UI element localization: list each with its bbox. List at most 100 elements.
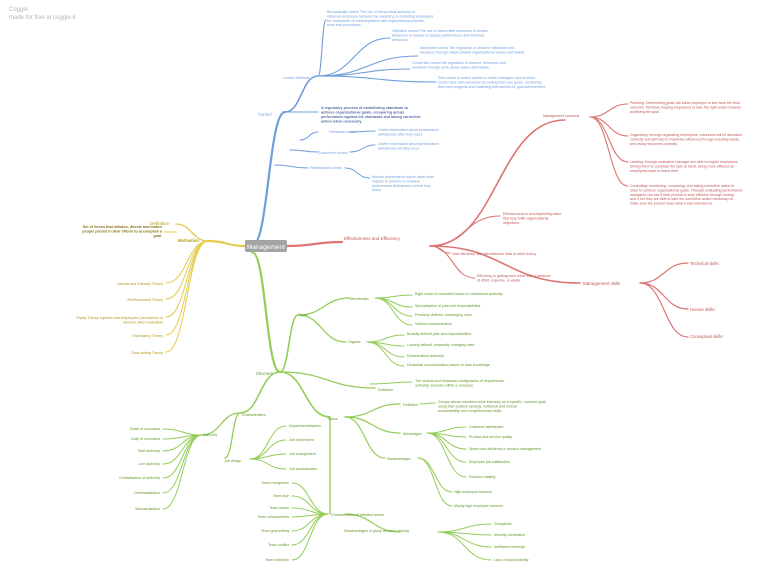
group-decision-item[interactable]: Minority domination — [494, 533, 525, 537]
authority-item[interactable]: Staff authority — [138, 449, 160, 453]
types-label[interactable]: Types — [298, 313, 308, 317]
job-design-item[interactable]: Job specialisation — [289, 467, 317, 471]
conceptual-skills[interactable]: Conceptual skills: — [690, 334, 723, 339]
control-methods-label[interactable]: Control Methods — [283, 76, 310, 80]
organic-item[interactable]: Decentralised authority — [407, 354, 444, 358]
motivation-theory[interactable]: Expectancy Theory — [132, 334, 163, 338]
central-node[interactable]: Management — [245, 240, 287, 252]
efficiency-definition[interactable]: Efficiency is getting work done with a m… — [477, 274, 551, 282]
human-skills[interactable]: Human skills: — [690, 307, 716, 312]
group-decision-label[interactable]: Disadvantages of group decision making — [344, 529, 409, 533]
bureaucratic-control-text[interactable]: Bureaucratic control The use of hierarch… — [327, 10, 433, 27]
motivation-theory[interactable]: Equity Theory explains how employees' pe… — [76, 316, 163, 324]
motivation-theory[interactable]: Intrinsic and Extrinsic Theory — [117, 282, 163, 286]
branch-line — [224, 412, 241, 459]
job-design-item[interactable]: Departmentalisation — [289, 424, 321, 428]
organizing-text[interactable]: Organizing: through organizing employees… — [630, 133, 742, 146]
teams-definition-label[interactable]: Definition — [403, 403, 418, 407]
branch-line — [366, 334, 405, 343]
teams-definition[interactable]: Groups whose members work intensely on a… — [438, 400, 546, 413]
structure-definition-label[interactable]: Definition — [378, 388, 393, 392]
group-decision-item[interactable]: Groupthink — [494, 522, 512, 526]
organic-item[interactable]: Broadly defined jobs and responsibilitie… — [407, 332, 471, 336]
team-characteristic[interactable]: Team norms — [269, 506, 289, 510]
branch-line — [419, 402, 436, 405]
authority-label[interactable]: Authority — [203, 433, 217, 437]
planning-text[interactable]: Planning: Determining goals will allow e… — [630, 101, 741, 114]
structure-label[interactable]: Structure — [256, 371, 274, 376]
controlling-text[interactable]: Controlling: monitoring, comparing, and … — [630, 184, 743, 206]
control-label[interactable]: Control — [258, 112, 272, 117]
branch-line — [162, 428, 203, 436]
group-decision-item[interactable]: Lack of accountability — [494, 558, 529, 562]
control-definition[interactable]: A regulatory process of establishing sta… — [321, 106, 421, 124]
concertive-control-text[interactable]: Concertive control the regulation of wor… — [412, 61, 506, 69]
organic-item[interactable]: Horizontal communication based on task k… — [407, 363, 490, 367]
organic-item[interactable]: Loosely defined, frequently changing rol… — [407, 343, 475, 347]
job-design-item[interactable]: Job enrichment — [289, 438, 314, 442]
advantage-item[interactable]: Product and service quality — [469, 435, 512, 439]
disadvantages-label[interactable]: Disadvantages — [387, 457, 411, 461]
efficiency-relation-text[interactable]: How efficiency and effectiveness links t… — [452, 252, 537, 256]
branch-line — [317, 75, 437, 83]
motivation-theory[interactable]: Goal-setting Theory — [132, 351, 164, 355]
authority-item[interactable]: Unity of command — [131, 437, 160, 441]
management-functions-label[interactable]: Management functions — [543, 114, 580, 118]
central-label: Management — [247, 244, 285, 251]
team-characteristic[interactable]: Team selection — [265, 558, 289, 562]
advantage-item[interactable]: Speed and efficiency in product manageme… — [469, 447, 541, 451]
effective-teams-label[interactable]: Characteristics of effective teams — [331, 513, 384, 517]
advantage-item[interactable]: Customer satisfaction — [469, 425, 504, 429]
authority-item[interactable]: Standardisation — [135, 507, 160, 511]
feedback-control-label[interactable]: Feedback control — [329, 130, 357, 134]
group-decision-item[interactable]: Inefficient meetings — [494, 545, 525, 549]
mechanistic-label[interactable]: Mechanistic — [350, 297, 369, 301]
advantage-item[interactable]: Decision making — [469, 475, 495, 479]
team-characteristic[interactable]: Team recognition — [262, 481, 289, 485]
motivation-theory[interactable]: Reinforcement Theory — [128, 298, 164, 302]
advantage-item[interactable]: Employee job satisfaction — [469, 460, 510, 464]
mechanistic-item[interactable]: Precisely defined, unchanging roles — [415, 313, 472, 317]
mechanistic-item[interactable]: Specialisation of jobs and responsibilit… — [415, 304, 481, 308]
authority-item[interactable]: Decentralisation — [134, 491, 160, 495]
motivation-definition[interactable]: Set of forces that initiates, directs an… — [82, 225, 163, 238]
job-design-label[interactable]: Job design — [224, 459, 241, 463]
branch-line — [437, 523, 492, 533]
self-control-text[interactable]: Self-control A control system in which m… — [438, 76, 546, 89]
motivation-label[interactable]: Motivation — [178, 238, 199, 243]
team-characteristic[interactable]: Team size — [273, 494, 289, 498]
disadvantage-item[interactable]: Mostly high employee turnover — [454, 504, 504, 508]
team-characteristic[interactable]: Team cohesiveness — [257, 515, 289, 519]
team-characteristic[interactable]: Team conflict — [268, 543, 289, 547]
team-characteristic[interactable]: Team goal setting — [261, 529, 289, 533]
objective-control-text[interactable]: Objective control The use of observable … — [392, 29, 489, 42]
authority-item[interactable]: Centralisation of authority — [119, 476, 160, 480]
effectiveness-label[interactable]: Effectiveness and Efficiency — [344, 236, 401, 241]
characteristics-label[interactable]: Characteristics — [242, 413, 266, 417]
advantages-label[interactable]: Advantages — [403, 432, 422, 436]
teams-label[interactable]: Teams — [327, 417, 338, 421]
job-design-item[interactable]: Job enlargement — [289, 452, 316, 456]
mechanistic-item[interactable]: Rigid chain of command based on centrali… — [415, 292, 503, 296]
disadvantage-item[interactable]: High employee turnover — [454, 490, 493, 494]
concurrent-control-label[interactable]: Concurrent control — [318, 151, 348, 155]
feedforward-control-label[interactable]: Feedforward control — [310, 166, 342, 170]
motivation-definition-label[interactable]: Definition — [150, 221, 170, 226]
branch-line — [291, 513, 329, 546]
management-skills-label[interactable]: Management skills — [583, 281, 621, 286]
structure-definition[interactable]: The vertical and horizontal configuratio… — [415, 379, 505, 387]
technical-skills[interactable]: Technical skills: — [690, 261, 720, 266]
normative-control-text[interactable]: Normative control The regulation of work… — [420, 46, 525, 54]
authority-item[interactable]: Chain of command — [130, 427, 160, 431]
leading-text[interactable]: Leading: through motivation manager are … — [630, 160, 738, 173]
organic-label[interactable]: Organic — [348, 340, 361, 344]
mechanistic-item[interactable]: Vertical communication — [415, 322, 452, 326]
branch-line — [344, 513, 401, 533]
authority-item[interactable]: Line authority — [138, 462, 160, 466]
branch-line — [369, 381, 413, 385]
